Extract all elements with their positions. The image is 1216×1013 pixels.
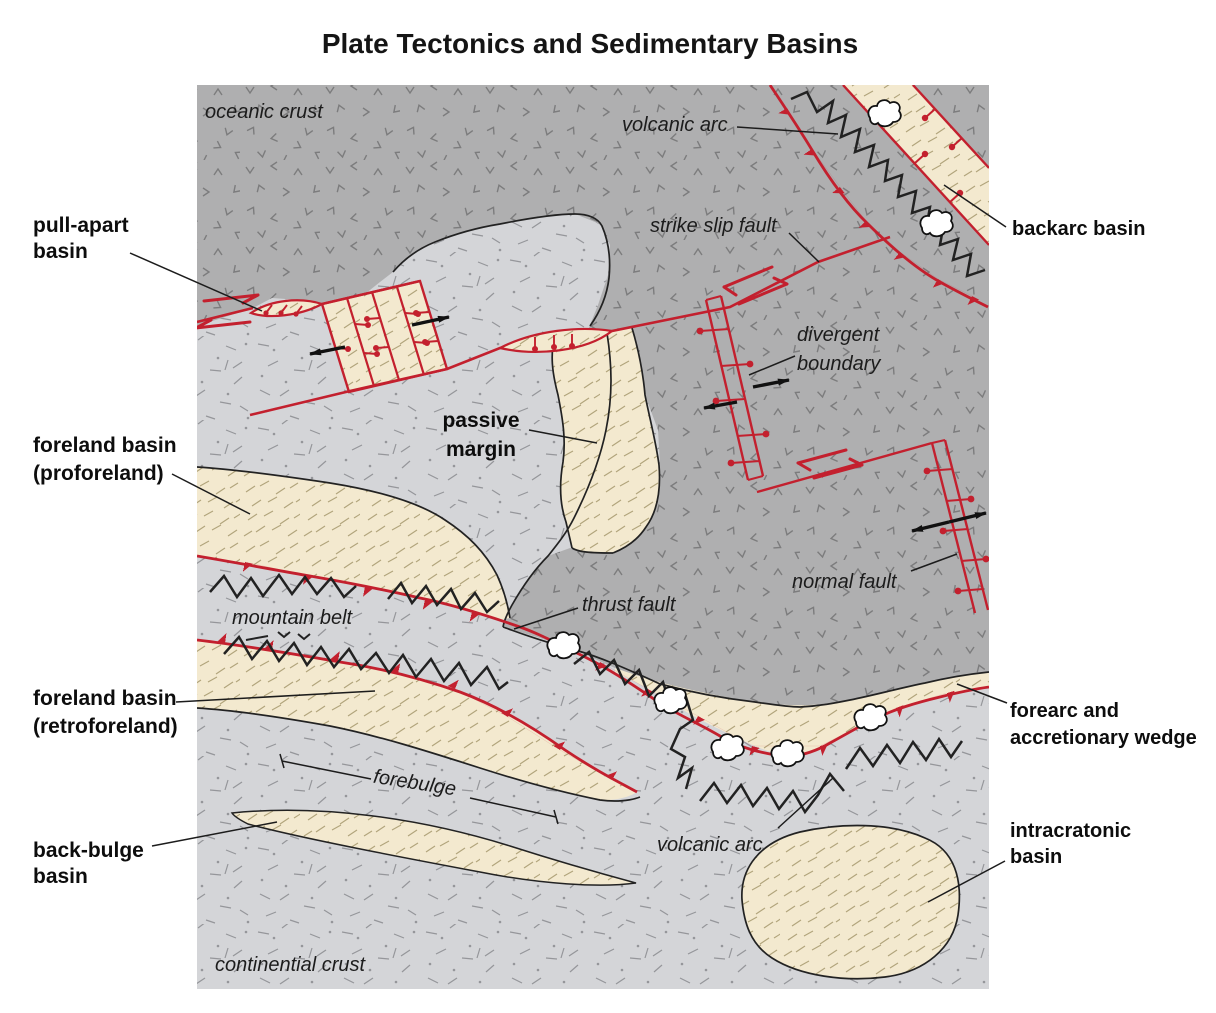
proforeland-leader	[171, 473, 251, 515]
mountain-belt-label: mountain belt	[232, 607, 354, 629]
forearc-leader	[956, 683, 1008, 704]
back-bulge-label-2: basin	[33, 865, 88, 888]
leader-lines	[129, 126, 1008, 903]
extension-arrows	[309, 315, 987, 533]
page-title: Plate Tectonics and Sedimentary Basins	[322, 28, 858, 59]
volcanic-arc-top-label: volcanic arc	[622, 114, 728, 136]
strike-slip-label: strike slip fault	[650, 215, 778, 237]
back-bulge-label-1: back-bulge	[33, 839, 144, 862]
lens-fault-ticks	[263, 304, 575, 352]
strike-slip-leader	[788, 232, 820, 263]
strike-slip-arrows	[197, 265, 864, 480]
forebulge-span-left	[279, 753, 372, 780]
intracratonic-basin-region	[741, 824, 961, 980]
passive-margin-label-2: margin	[446, 438, 516, 461]
forearc-label-1: forearc and	[1010, 700, 1119, 722]
volcanic-arc-top-leader	[736, 126, 839, 135]
pull-apart-label-2: basin	[33, 240, 88, 263]
passive-margin-basin-region	[552, 328, 660, 553]
pull-apart-leader	[129, 252, 263, 312]
pull-apart-lens-west	[248, 299, 325, 318]
retroforeland-label-2: (retroforeland)	[33, 715, 178, 738]
divergent-label-2: boundary	[797, 353, 881, 375]
normal-fault-label: normal fault	[792, 571, 898, 593]
passive-margin-leader	[528, 429, 598, 444]
oceanic-crust-label: oceanic crust	[205, 101, 324, 123]
volcanic-arc-bottom-label: volcanic arc	[657, 834, 763, 856]
backarc-leader	[943, 184, 1007, 228]
diagram-panel	[197, 85, 989, 989]
intracratonic-label-1: intracratonic	[1010, 820, 1131, 842]
retroforeland-label-1: foreland basin	[33, 687, 177, 710]
normal-fault-symbol	[756, 439, 989, 614]
pull-apart-label-1: pull-apart	[33, 214, 129, 237]
retroforeland-leader	[175, 690, 376, 703]
intracratonic-label-2: basin	[1010, 846, 1062, 868]
thrust-fault-leader	[513, 607, 579, 630]
back-bulge-leader	[151, 821, 278, 847]
proforeland-label-1: foreland basin	[33, 434, 177, 457]
passive-margin-label-1: passive	[442, 409, 519, 432]
divergent-boundary-symbol	[696, 295, 770, 481]
forebulge-span-right	[469, 797, 559, 825]
continental-crust-label: continential crust	[215, 954, 367, 976]
normal-fault-leader	[910, 553, 958, 572]
thrust-fault-label: thrust fault	[582, 594, 677, 616]
divergent-leader	[748, 355, 796, 376]
back-bulge-basin-region	[230, 809, 637, 886]
subduction-trench-line	[768, 85, 989, 309]
proforeland-label-2: (proforeland)	[33, 462, 164, 485]
divergent-label-1: divergent	[797, 324, 881, 346]
forearc-label-2: accretionary wedge	[1010, 727, 1197, 749]
intracratonic-leader	[927, 860, 1006, 903]
backarc-basin-label: backarc basin	[1012, 218, 1145, 240]
volcanic-arc-bottom-leader	[777, 777, 834, 829]
